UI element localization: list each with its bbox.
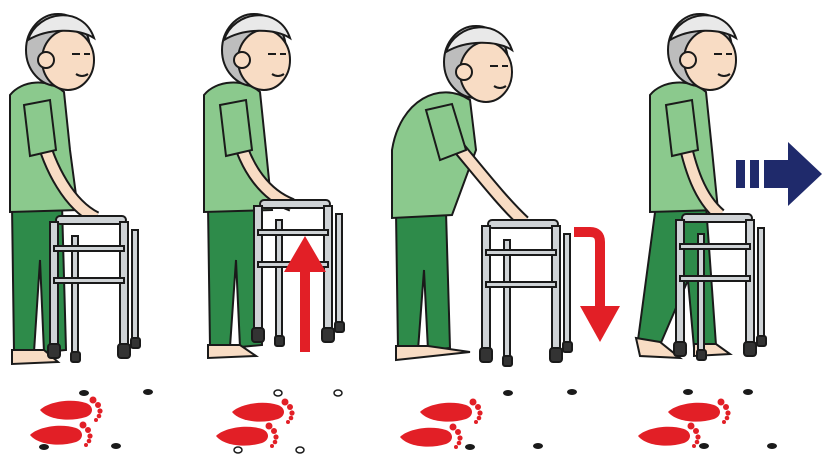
footprints-row [30, 389, 777, 453]
footprint-icon [216, 390, 342, 453]
up-arrow-icon [284, 236, 326, 352]
down-arrow-icon [574, 232, 620, 342]
panel-4 [636, 14, 822, 360]
footprint-icon [400, 389, 577, 450]
forward-arrow-icon [736, 142, 822, 206]
panel-3 [392, 26, 620, 366]
panel-2 [204, 14, 344, 358]
footprint-icon [30, 389, 153, 450]
panel-1 [10, 14, 140, 364]
footprint-icon [638, 389, 777, 449]
